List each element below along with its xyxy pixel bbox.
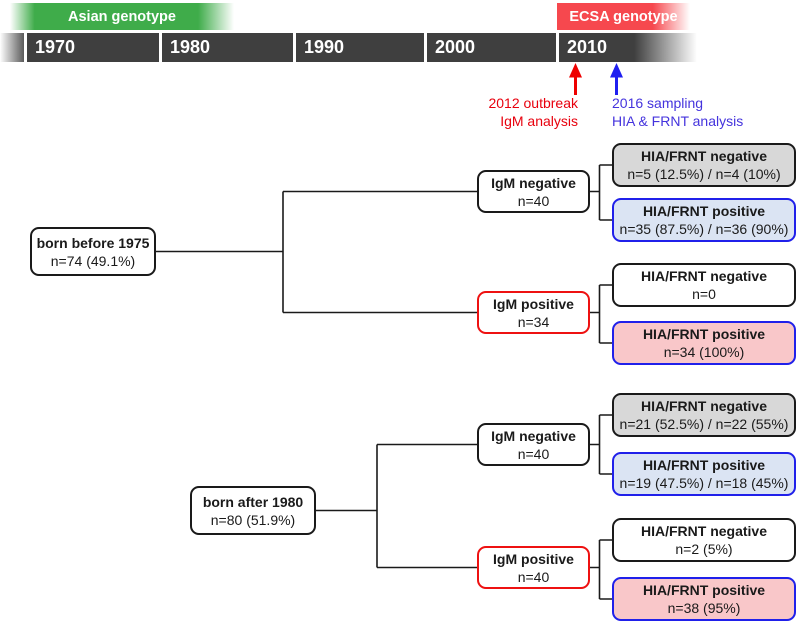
node-title: born before 1975 [36, 234, 150, 251]
sampling-annotation-line2: HIA & FRNT analysis [612, 113, 744, 129]
igm-positive-after: IgM positive n=40 [477, 546, 590, 589]
node-subtitle: n=0 [692, 286, 716, 302]
node-title: HIA/FRNT positive [642, 326, 766, 342]
leaf-before-igmpos-hiafrnt-positive: HIA/FRNT positive n=34 (100%) [612, 321, 796, 365]
timeline-year-2000: 2000 [435, 37, 476, 57]
timeline-year-1990: 1990 [304, 37, 345, 57]
node-subtitle: n=40 [517, 192, 550, 209]
outbreak-annotation-line1: 2012 outbreak [488, 95, 578, 111]
leaf-before-igmneg-hiafrnt-negative: HIA/FRNT negative n=5 (12.5%) / n=4 (10%… [612, 143, 796, 187]
leaf-before-igmneg-hiafrnt-positive: HIA/FRNT positive n=35 (87.5%) / n=36 (9… [612, 198, 796, 242]
node-title: HIA/FRNT positive [642, 457, 766, 473]
timeline-year-2010: 2010 [567, 37, 608, 57]
leaf-before-igmpos-hiafrnt-negative: HIA/FRNT negative n=0 [612, 263, 796, 307]
node-title: HIA/FRNT negative [640, 398, 767, 414]
node-title: IgM positive [493, 295, 574, 312]
node-title: IgM negative [491, 174, 576, 191]
ecsa-genotype-bar: ECSA genotype [557, 3, 690, 30]
node-title: HIA/FRNT negative [640, 268, 767, 284]
asian-genotype-bar: Asian genotype [10, 3, 234, 30]
timeline-tick [24, 33, 27, 62]
node-title: IgM negative [491, 427, 576, 444]
node-subtitle: n=80 (51.9%) [210, 511, 296, 528]
igm-positive-before: IgM positive n=34 [477, 291, 590, 334]
sampling-annotation: 2016 sampling HIA & FRNT analysis [612, 94, 743, 130]
outbreak-annotation: 2012 outbreak IgM analysis [488, 94, 578, 130]
node-subtitle: n=38 (95%) [667, 600, 741, 616]
node-subtitle: n=34 (100%) [663, 344, 745, 360]
node-subtitle: n=74 (49.1%) [50, 252, 136, 269]
igm-negative-before: IgM negative n=40 [477, 170, 590, 213]
node-title: HIA/FRNT negative [640, 523, 767, 539]
root-born-before-1975: born before 1975 n=74 (49.1%) [30, 227, 156, 276]
root-born-after-1980: born after 1980 n=80 (51.9%) [190, 486, 316, 535]
ecsa-genotype-label: ECSA genotype [569, 8, 678, 25]
node-title: HIA/FRNT positive [642, 582, 766, 598]
leaf-after-igmneg-hiafrnt-negative: HIA/FRNT negative n=21 (52.5%) / n=22 (5… [612, 393, 796, 437]
timeline-tick [293, 33, 296, 62]
timeline-tick [159, 33, 162, 62]
sampling-arrow-icon [610, 63, 623, 95]
node-subtitle: n=40 [517, 568, 550, 585]
node-title: born after 1980 [202, 493, 304, 510]
asian-genotype-label: Asian genotype [68, 8, 176, 25]
outbreak-arrow-icon [569, 63, 582, 95]
node-subtitle: n=34 [517, 313, 550, 330]
timeline-year-1970: 1970 [35, 37, 76, 57]
node-title: HIA/FRNT positive [642, 203, 766, 219]
leaf-after-igmpos-hiafrnt-positive: HIA/FRNT positive n=38 (95%) [612, 577, 796, 621]
igm-negative-after: IgM negative n=40 [477, 423, 590, 466]
node-subtitle: n=40 [517, 445, 550, 462]
timeline-bar [0, 33, 697, 62]
leaf-after-igmneg-hiafrnt-positive: HIA/FRNT positive n=19 (47.5%) / n=18 (4… [612, 452, 796, 496]
node-subtitle: n=19 (47.5%) / n=18 (45%) [619, 475, 789, 491]
timeline-year-1980: 1980 [170, 37, 211, 57]
sampling-annotation-line1: 2016 sampling [612, 95, 704, 111]
node-title: IgM positive [493, 550, 574, 567]
leaf-after-igmpos-hiafrnt-negative: HIA/FRNT negative n=2 (5%) [612, 518, 796, 562]
node-subtitle: n=2 (5%) [675, 541, 733, 557]
node-subtitle: n=35 (87.5%) / n=36 (90%) [619, 221, 789, 237]
outbreak-annotation-line2: IgM analysis [500, 113, 578, 129]
node-subtitle: n=21 (52.5%) / n=22 (55%) [619, 416, 789, 432]
timeline-tick [424, 33, 427, 62]
node-title: HIA/FRNT negative [640, 148, 767, 164]
node-subtitle: n=5 (12.5%) / n=4 (10%) [627, 166, 781, 182]
timeline-tick [556, 33, 559, 62]
